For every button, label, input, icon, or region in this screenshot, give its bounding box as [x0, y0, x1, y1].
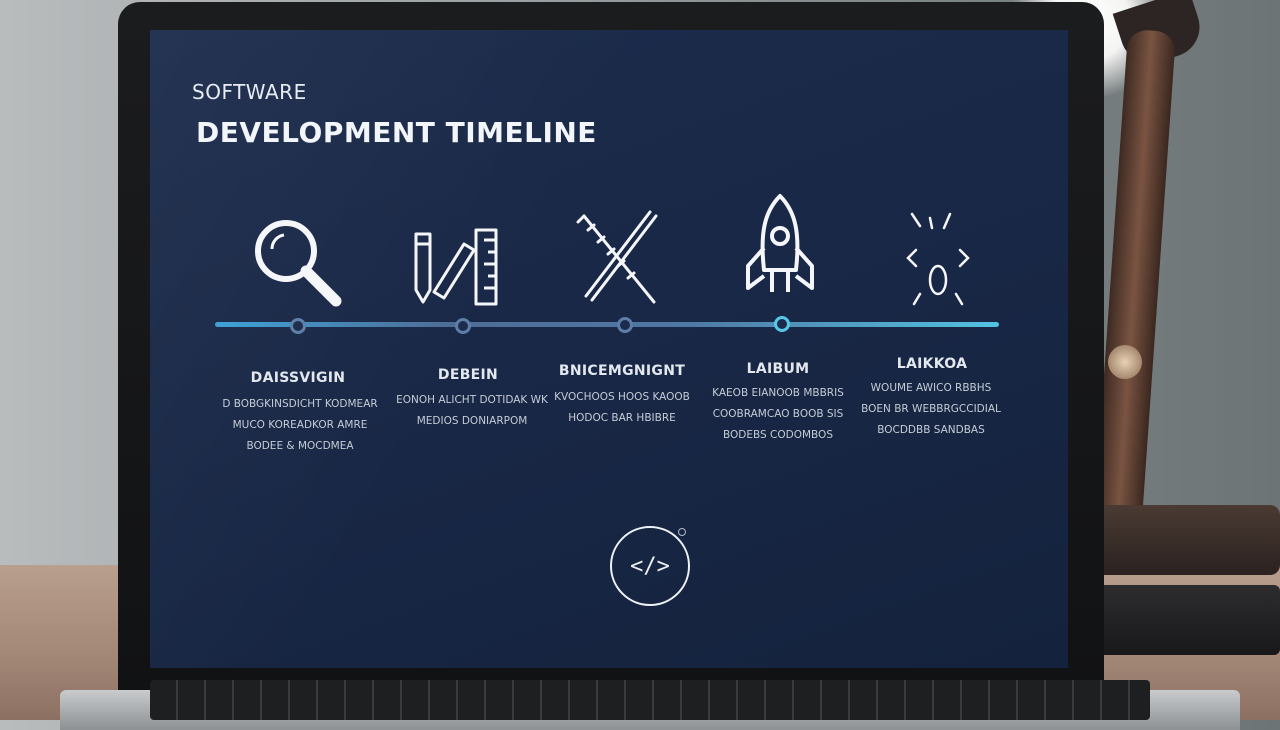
timeline-track — [215, 322, 999, 327]
phase-label-4: LAIBUM — [746, 361, 810, 377]
phase-desc-line: BOCDDBB SANDBAS — [877, 424, 985, 436]
timeline-node-1[interactable] — [290, 318, 306, 334]
lamp-base — [1080, 505, 1280, 575]
phase-desc-line: EONOH ALICHT DOTIDAK WK — [396, 394, 548, 406]
lamp-arm — [1091, 28, 1177, 552]
badge-indicator-dot — [678, 528, 686, 536]
phase-desc-line: HODOC BAR HBIBRE — [568, 412, 676, 424]
phase-desc-line: COOBRAMCAO BOOB SIS — [712, 408, 844, 420]
phase-desc-3: KVOCHOOS HOOS KAOOB HODOC BAR HBIBRE — [537, 387, 707, 429]
laptop-screen: SOFTWARE DEVELOPMENT TIMELINE — [150, 30, 1068, 668]
phase-desc-line: BOEN BR WEBBRGCCIDIAL — [861, 403, 1001, 415]
phase-desc-line: WOUME AWICO RBBHS — [870, 382, 992, 394]
phase-desc-line: MEDIOS DONIARPOM — [416, 415, 528, 427]
phase-desc-line: D BOBGKINSDICHT KODMEAR — [222, 398, 378, 410]
phase-label-5: LAIKKOA — [896, 356, 968, 372]
timeline-node-3[interactable] — [617, 317, 633, 333]
phase-desc-1: D BOBGKINSDICHT KODMEAR MUCO KOREADKOR A… — [215, 394, 385, 457]
desk-device — [1090, 585, 1280, 655]
phase-desc-2: EONOH ALICHT DOTIDAK WK MEDIOS DONIARPOM — [387, 390, 557, 432]
rocket-icon — [746, 194, 814, 292]
sparkle-zero-icon — [906, 212, 970, 306]
slide-title: DEVELOPMENT TIMELINE — [196, 116, 597, 149]
magnifier-icon — [255, 220, 342, 307]
timeline-node-4[interactable] — [774, 316, 790, 332]
phase-desc-line: BODEE & MOCDMEA — [246, 440, 354, 452]
code-brackets-icon[interactable]: </> — [610, 526, 690, 606]
crossed-tools-icon — [576, 210, 658, 304]
pencil-ruler-icon — [414, 228, 498, 306]
phase-desc-line: BODEBS CODOMBOS — [723, 429, 833, 441]
slide-title-line1: SOFTWARE — [192, 80, 307, 104]
phase-desc-line: MUCO KOREADKOR AMRE — [232, 419, 368, 431]
phase-desc-4: KAEOB EIANOOB MBBRIS COOBRAMCAO BOOB SIS… — [693, 383, 863, 446]
timeline-node-2[interactable] — [455, 318, 471, 334]
phase-desc-line: KAEOB EIANOOB MBBRIS — [712, 387, 844, 399]
phase-label-3: BNICEMGNIGNT — [558, 363, 686, 379]
phase-desc-5: WOUME AWICO RBBHS BOEN BR WEBBRGCCIDIAL … — [846, 378, 1016, 441]
phase-label-1: DAISSVIGIN — [250, 370, 346, 386]
lamp-knob — [1108, 345, 1142, 379]
phase-desc-line: KVOCHOOS HOOS KAOOB — [554, 391, 690, 403]
laptop-keyboard — [150, 680, 1150, 720]
phase-label-2: DEBEIN — [437, 367, 499, 383]
